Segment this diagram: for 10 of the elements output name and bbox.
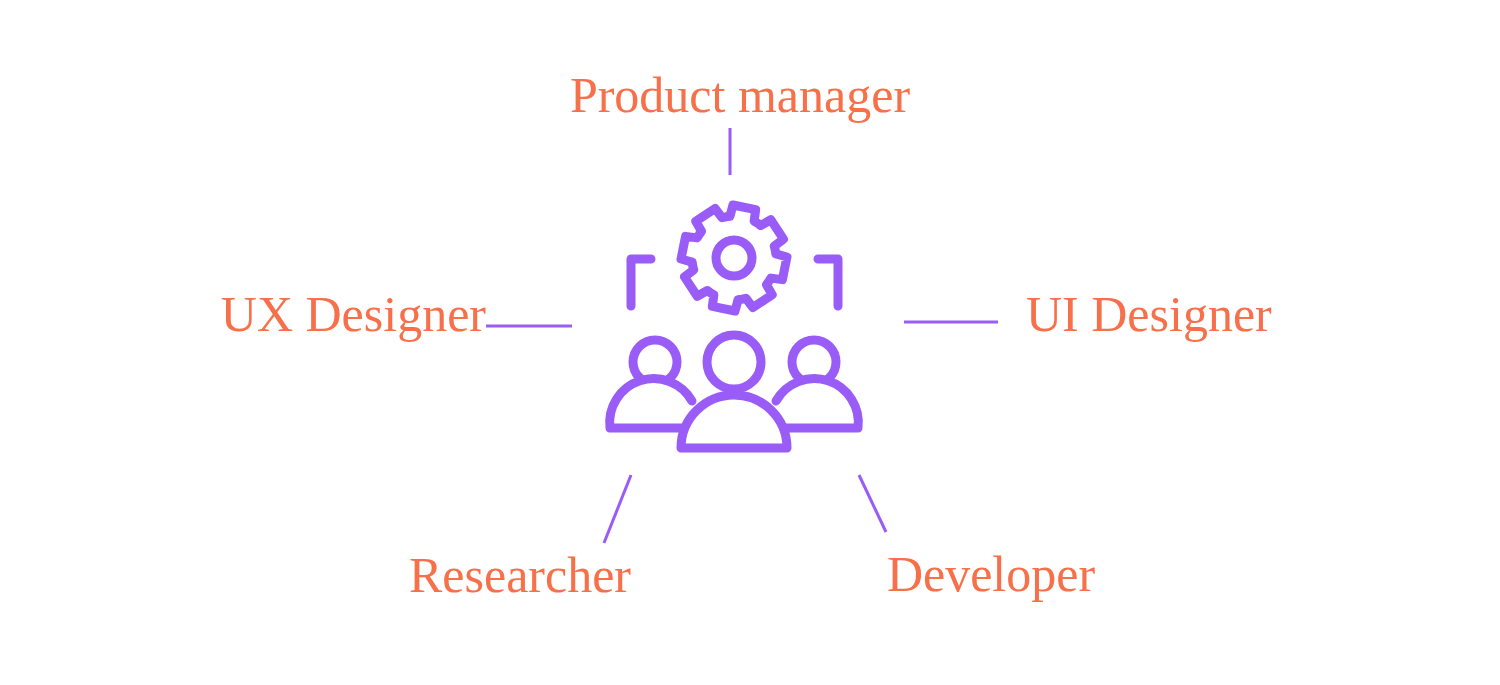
- role-label: Product manager: [569, 66, 911, 124]
- role-label: UI Designer: [1026, 285, 1272, 343]
- connector-line: [486, 324, 572, 328]
- connector-line: [857, 474, 888, 533]
- connector-line: [728, 128, 732, 175]
- connector-line: [904, 320, 998, 324]
- role-label: Developer: [886, 545, 1096, 603]
- role-label: Researcher: [408, 546, 632, 604]
- role-label: UX Designer: [220, 285, 486, 343]
- connector-line: [602, 474, 633, 544]
